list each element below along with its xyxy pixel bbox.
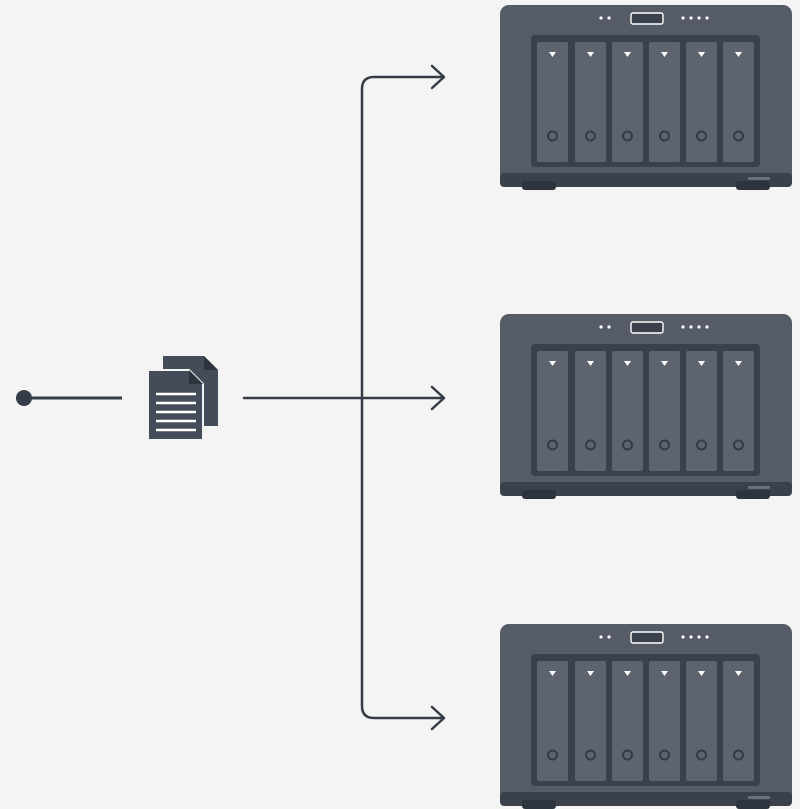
document-text-lines xyxy=(156,392,196,432)
document-icon xyxy=(147,356,218,441)
nas-server-icon xyxy=(499,623,793,809)
arrowhead-3 xyxy=(430,705,446,731)
nas-server-icon xyxy=(499,313,793,500)
distribution-connectors xyxy=(242,64,446,731)
nas-server-icon xyxy=(499,4,793,191)
arrowhead-2 xyxy=(430,385,446,411)
arrowhead-1 xyxy=(430,64,446,90)
